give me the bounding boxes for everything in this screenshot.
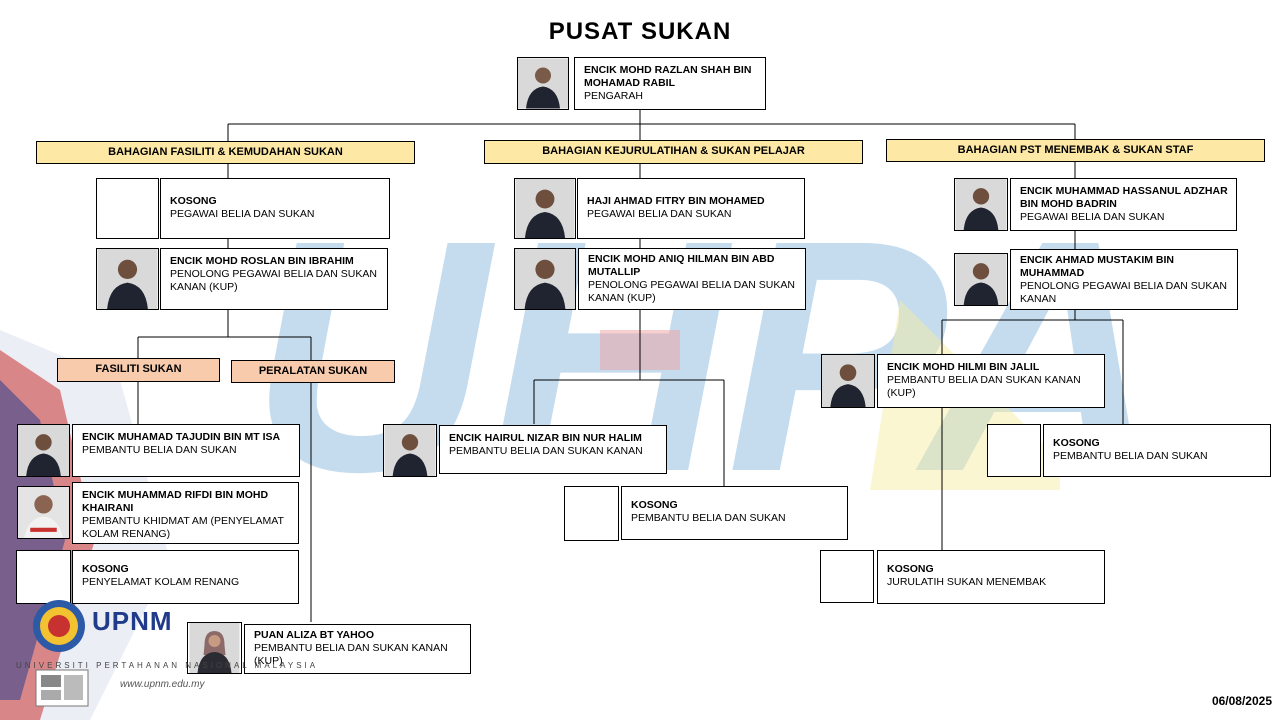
staff-name: ENCIK MUHAMAD TAJUDIN BIN MT ISA — [82, 431, 281, 443]
staff-name: ENCIK AHMAD MUSTAKIM BIN MUHAMMAD — [1020, 254, 1174, 279]
unit-fasiliti-sukan: FASILITI SUKAN — [57, 358, 220, 382]
staff-role: PENGARAH — [584, 90, 643, 102]
university-name: UNIVERSITI PERTAHANAN NASIONAL MALAYSIA — [16, 661, 319, 670]
photo-empty — [16, 550, 71, 604]
photo-c1 — [954, 178, 1008, 231]
staff-name: KOSONG — [82, 563, 129, 575]
staff-role: PENYELAMAT KOLAM RENANG — [82, 576, 240, 588]
staff-role: PEGAWAI BELIA DAN SUKAN — [170, 208, 315, 220]
page-title: PUSAT SUKAN — [548, 18, 732, 45]
staff-name: PUAN ALIZA BT YAHOO — [254, 629, 374, 641]
photo-b3 — [383, 424, 437, 477]
staff-card-a5: KOSONG PENYELAMAT KOLAM RENANG — [72, 550, 299, 604]
staff-name: ENCIK MOHD HILMI BIN JALIL — [887, 361, 1040, 373]
staff-role: PENOLONG PEGAWAI BELIA DAN SUKAN KANAN (… — [588, 279, 795, 304]
staff-name: ENCIK MOHD ANIQ HILMAN BIN ABD MUTALLIP — [588, 253, 775, 278]
staff-card-a3: ENCIK MUHAMAD TAJUDIN BIN MT ISA PEMBANT… — [72, 424, 300, 477]
staff-role: PEMBANTU BELIA DAN SUKAN KANAN — [449, 445, 643, 457]
staff-role: PEMBANTU BELIA DAN SUKAN — [1053, 450, 1208, 462]
photo-c2 — [954, 253, 1008, 306]
staff-role: JURULATIH SUKAN MENEMBAK — [887, 576, 1047, 588]
photo-empty — [820, 550, 874, 603]
photo-empty — [987, 424, 1041, 477]
section-header-kejurulatihan: BAHAGIAN KEJURULATIHAN & SUKAN PELAJAR — [484, 140, 863, 164]
website-link[interactable]: www.upnm.edu.my — [120, 679, 205, 690]
staff-name: KOSONG — [631, 499, 678, 511]
staff-name: KOSONG — [170, 195, 217, 207]
head-card: ENCIK MOHD RAZLAN SHAH BIN MOHAMAD RABIL… — [574, 57, 766, 110]
upnm-brand: UPNM — [92, 606, 173, 636]
staff-card-c3: ENCIK MOHD HILMI BIN JALIL PEMBANTU BELI… — [877, 354, 1105, 408]
staff-card-c5: KOSONG JURULATIH SUKAN MENEMBAK — [877, 550, 1105, 604]
section-header-pst-menembak: BAHAGIAN PST MENEMBAK & SUKAN STAF — [886, 139, 1265, 162]
staff-role: PEMBANTU KHIDMAT AM (PENYELAMAT KOLAM RE… — [82, 515, 284, 540]
staff-role: PEMBANTU BELIA DAN SUKAN — [631, 512, 786, 524]
staff-name: ENCIK HAIRUL NIZAR BIN NUR HALIM — [449, 432, 642, 444]
photo-b1 — [514, 178, 576, 239]
unit-peralatan-sukan: PERALATAN SUKAN — [231, 360, 395, 383]
photo-c3 — [821, 354, 875, 408]
staff-role: PEMBANTU BELIA DAN SUKAN KANAN (KUP) — [887, 374, 1081, 399]
staff-name: KOSONG — [887, 563, 934, 575]
staff-role: PEMBANTU BELIA DAN SUKAN — [82, 444, 237, 456]
staff-role: PEGAWAI BELIA DAN SUKAN — [587, 208, 732, 220]
staff-card-c1: ENCIK MUHAMMAD HASSANUL ADZHAR BIN MOHD … — [1010, 178, 1237, 231]
staff-role: PENOLONG PEGAWAI BELIA DAN SUKAN KANAN — [1020, 280, 1227, 305]
date-label: 06/08/2025 — [1211, 694, 1272, 708]
staff-name: ENCIK MOHD ROSLAN BIN IBRAHIM — [170, 255, 354, 267]
photo-a4 — [17, 486, 70, 539]
photo-b2 — [514, 248, 576, 310]
section-header-fasiliti: BAHAGIAN FASILITI & KEMUDAHAN SUKAN — [36, 141, 415, 164]
staff-card-c4: KOSONG PEMBANTU BELIA DAN SUKAN — [1043, 424, 1271, 477]
staff-card-b2: ENCIK MOHD ANIQ HILMAN BIN ABD MUTALLIP … — [578, 248, 806, 310]
staff-card-b4: KOSONG PEMBANTU BELIA DAN SUKAN — [621, 486, 848, 540]
photo-empty — [96, 178, 159, 239]
staff-name: ENCIK MOHD RAZLAN SHAH BIN MOHAMAD RABIL — [584, 64, 752, 89]
staff-card-b1: HAJI AHMAD FITRY BIN MOHAMED PEGAWAI BEL… — [577, 178, 805, 239]
photo-a2 — [96, 248, 159, 310]
staff-card-c2: ENCIK AHMAD MUSTAKIM BIN MUHAMMAD PENOLO… — [1010, 249, 1238, 310]
staff-role: PEMBANTU BELIA DAN SUKAN KANAN (KUP) — [254, 642, 448, 667]
staff-card-a2: ENCIK MOHD ROSLAN BIN IBRAHIM PENOLONG P… — [160, 248, 388, 310]
staff-name: KOSONG — [1053, 437, 1100, 449]
staff-role: PEGAWAI BELIA DAN SUKAN — [1020, 211, 1165, 223]
photo-a3 — [17, 424, 70, 477]
staff-card-a4: ENCIK MUHAMMAD RIFDI BIN MOHD KHAIRANI P… — [72, 482, 299, 544]
staff-name: HAJI AHMAD FITRY BIN MOHAMED — [587, 195, 765, 207]
staff-name: ENCIK MUHAMMAD HASSANUL ADZHAR BIN MOHD … — [1020, 185, 1228, 210]
upnm-logo — [33, 600, 89, 707]
staff-card-b3: ENCIK HAIRUL NIZAR BIN NUR HALIM PEMBANT… — [439, 425, 667, 474]
photo-a6 — [187, 622, 242, 674]
photo-empty — [564, 486, 619, 541]
staff-card-a6: PUAN ALIZA BT YAHOO PEMBANTU BELIA DAN S… — [244, 624, 471, 674]
staff-card-a1: KOSONG PEGAWAI BELIA DAN SUKAN — [160, 178, 390, 239]
staff-role: PENOLONG PEGAWAI BELIA DAN SUKAN KANAN (… — [170, 268, 377, 293]
photo-head — [517, 57, 569, 110]
staff-name: ENCIK MUHAMMAD RIFDI BIN MOHD KHAIRANI — [82, 489, 269, 514]
